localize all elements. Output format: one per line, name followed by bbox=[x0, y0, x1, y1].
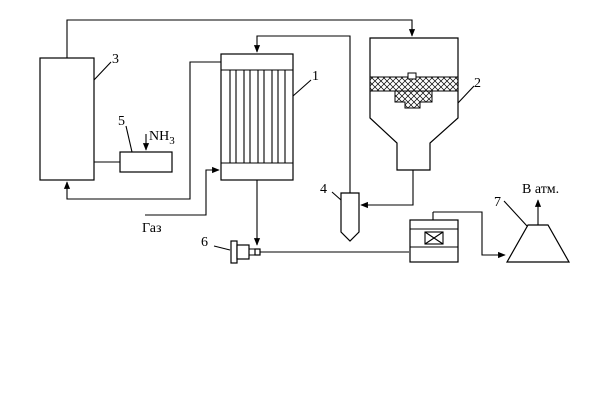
label-unit-6: 6 bbox=[201, 235, 208, 250]
unit-3-column bbox=[40, 58, 94, 180]
label-unit-1: 1 bbox=[312, 69, 319, 84]
label-to-atmosphere: В атм. bbox=[522, 182, 559, 197]
unit-1-heat-exchanger bbox=[221, 54, 293, 180]
label-unit-2: 2 bbox=[474, 76, 481, 91]
unit-5-vessel bbox=[120, 152, 172, 172]
absorber-unit bbox=[410, 212, 458, 262]
label-unit-7: 7 bbox=[494, 195, 501, 210]
unit-2-hopper-filter bbox=[370, 38, 458, 170]
label-gas: Газ bbox=[142, 221, 162, 236]
unit-7-stack bbox=[507, 225, 569, 262]
label-nh3: NH3 bbox=[149, 129, 175, 147]
label-unit-5: 5 bbox=[118, 114, 125, 129]
label-nh3-subscript: 3 bbox=[169, 135, 175, 147]
unit-6-pump bbox=[231, 241, 260, 263]
unit-4-collector bbox=[341, 193, 359, 241]
flow-lines bbox=[67, 20, 538, 255]
label-unit-3: 3 bbox=[112, 52, 119, 67]
label-unit-4: 4 bbox=[320, 182, 327, 197]
